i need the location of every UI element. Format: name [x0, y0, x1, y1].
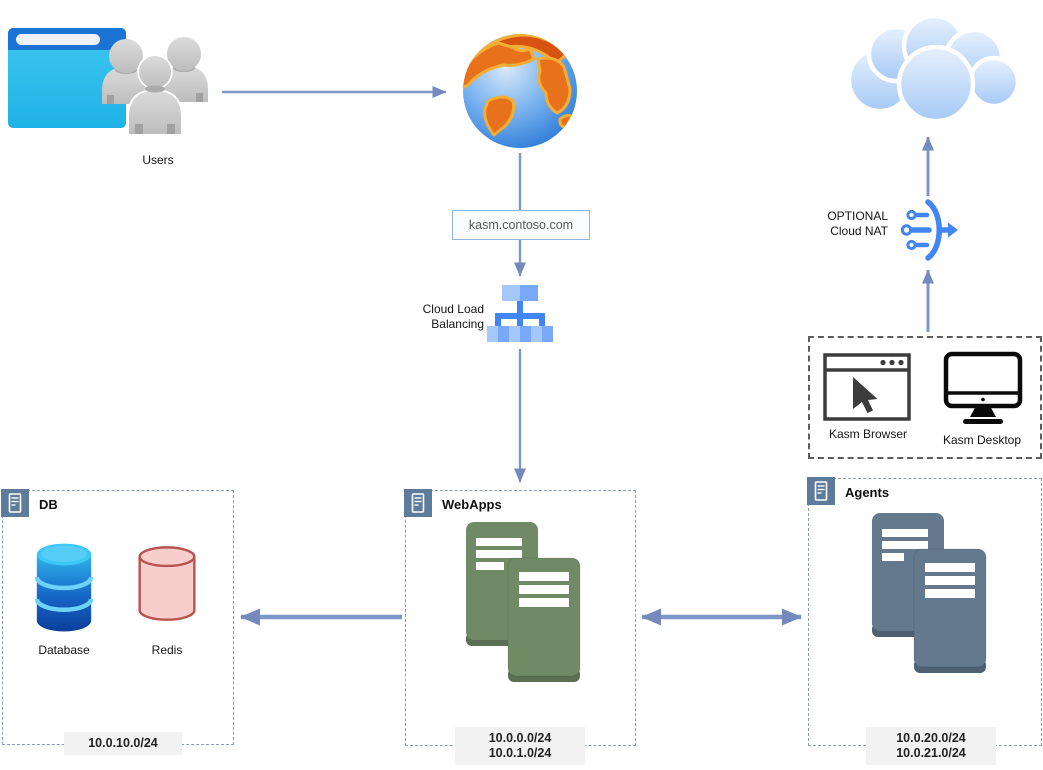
nat-label-line1: OPTIONAL: [827, 209, 888, 223]
users-group-icon: [102, 37, 208, 136]
zone-db-subnet: 10.0.10.0/24: [64, 732, 182, 755]
browser-window-icon: [8, 28, 126, 128]
zone-agents-title: Agents: [845, 485, 890, 500]
zone-webapps-subnets: 10.0.0.0/24 10.0.1.0/24: [455, 727, 585, 765]
zone-webapps-title: WebApps: [442, 497, 502, 512]
kasm-clients-box: Kasm Browser Kasm Desktop: [808, 336, 1042, 459]
load-balancer-label-line1: Cloud Load: [422, 302, 484, 316]
load-balancer-label: Cloud Load Balancing: [398, 302, 484, 332]
nat-label: OPTIONAL Cloud NAT: [790, 209, 888, 239]
users-label: Users: [142, 153, 174, 167]
nat-label-line2: Cloud NAT: [830, 224, 888, 238]
zone-webapps-subnet-line1: 10.0.0.0/24: [488, 731, 552, 745]
kasm-desktop-icon: [943, 351, 1023, 424]
redis-icon: [138, 546, 196, 621]
zone-db-title: DB: [39, 497, 58, 512]
kasm-browser-label: Kasm Browser: [828, 427, 908, 441]
dns-name-label: kasm.contoso.com: [452, 210, 590, 240]
load-balancer-label-line2: Balancing: [431, 317, 484, 331]
cloud-load-balancing-icon: [487, 285, 553, 342]
external-cloud-icon: [846, 14, 1021, 124]
users-browser-icon: [8, 28, 208, 136]
zone-agents-subnets: 10.0.20.0/24 10.0.21.0/24: [866, 727, 996, 765]
zone-webapps-icon: [404, 489, 432, 517]
zone-agents-subnet-line1: 10.0.20.0/24: [896, 731, 966, 745]
zone-db-icon: [1, 489, 29, 517]
database-label: Database: [38, 643, 90, 657]
zone-agents-icon: [807, 477, 835, 505]
zone-db-subnet-line1: 10.0.10.0/24: [88, 736, 158, 750]
kasm-browser-icon: [823, 353, 911, 421]
kasm-desktop-label: Kasm Desktop: [942, 433, 1022, 447]
cloud-nat-icon: [900, 199, 958, 261]
zone-webapps-subnet-line2: 10.0.1.0/24: [488, 746, 552, 760]
database-icon: [35, 543, 93, 632]
zone-agents: Agents: [807, 477, 1042, 746]
agents-servers-icon: [872, 513, 987, 673]
webapps-servers-icon: [466, 522, 581, 682]
internet-globe-icon: [463, 34, 577, 148]
redis-label: Redis: [151, 643, 183, 657]
zone-agents-subnet-line2: 10.0.21.0/24: [896, 746, 966, 760]
